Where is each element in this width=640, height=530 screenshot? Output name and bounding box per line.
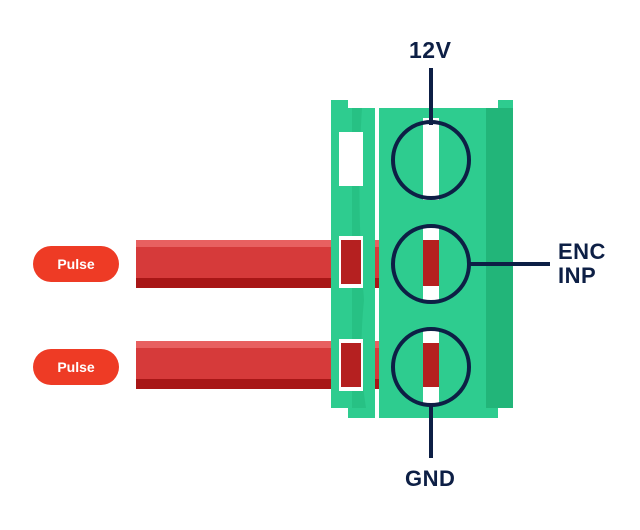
label-inp: INP xyxy=(558,263,597,288)
connector-entry-strip xyxy=(331,100,375,418)
label-12v: 12V xyxy=(409,37,452,63)
pulse-badge-upper: Pulse xyxy=(33,246,119,282)
screw-middle-icon xyxy=(391,224,471,304)
screw-slot-top xyxy=(423,118,439,200)
entry-slot-top xyxy=(339,132,363,186)
label-enc: ENC xyxy=(558,239,606,264)
pulse-badge-lower: Pulse xyxy=(33,349,119,385)
connector-body xyxy=(379,100,513,418)
label-gnd: GND xyxy=(405,466,456,491)
screw-bottom-icon xyxy=(391,327,471,407)
screw-top-icon xyxy=(391,120,471,200)
